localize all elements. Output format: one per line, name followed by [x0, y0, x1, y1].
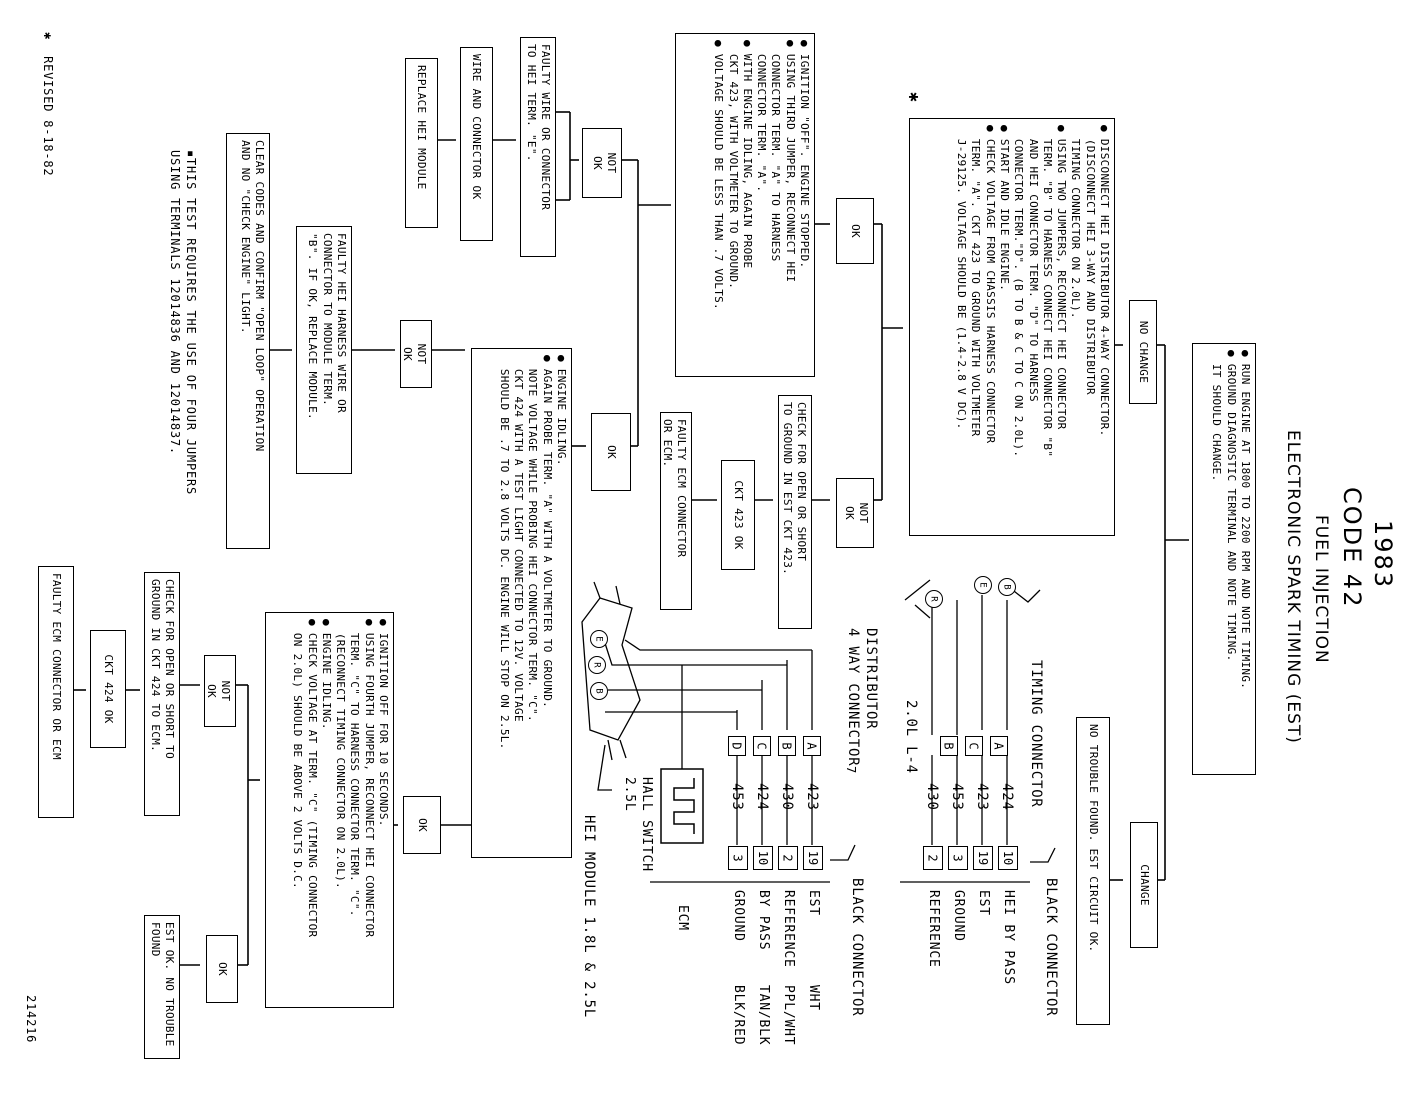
title-code: CODE 42 — [1338, 487, 1366, 609]
box-engine-idling: ● ENGINE IDLING. ● AGAIN PROBE TERM. "A"… — [471, 348, 572, 858]
black-connector-18-label: BLACK CONNECTOR — [849, 878, 865, 1017]
ecm-pin: 10 — [998, 846, 1018, 870]
terminal-circle: E — [974, 576, 992, 594]
box-not-ok-3: NOT OK — [400, 320, 432, 388]
terminal-circle: B — [590, 682, 608, 700]
terminal-circle: B — [998, 578, 1016, 596]
signal-label: REFERENCE — [781, 890, 796, 968]
terminal-circle: R — [588, 656, 606, 674]
box-check-open-424: CHECK FOR OPEN OR SHORT TO GROUND IN CKT… — [144, 572, 180, 816]
signal-label: EST — [976, 890, 991, 916]
box-ok-3: OK — [403, 796, 441, 854]
wire-number: 430 — [779, 783, 795, 811]
box-run-engine: ● RUN ENGINE AT 1800 TO 2200 RPM AND NOT… — [1192, 343, 1256, 775]
wire-number: 453 — [729, 783, 745, 811]
box-wire-connector-ok: WIRE AND CONNECTOR OK — [460, 47, 493, 241]
signal-label: GROUND — [731, 890, 746, 942]
connector-pin: B — [778, 736, 796, 756]
signal-label: BY PASS — [756, 890, 771, 951]
terminal-circle: R — [925, 590, 943, 608]
signal-label: REFERENCE — [926, 890, 941, 968]
connector-pin: A — [803, 736, 821, 756]
box-no-change: NO CHANGE — [1129, 300, 1157, 404]
connector-pin: D — [728, 736, 746, 756]
box-faulty-ecm-2: FAULTY ECM CONNECTOR OR ECM — [38, 566, 74, 818]
engine-20-label: 2.0L L-4 — [903, 700, 919, 774]
wire-number: 453 — [949, 783, 965, 811]
box-change: CHANGE — [1130, 822, 1158, 948]
terminal-circle: E — [590, 630, 608, 648]
signal-label: HEI BY PASS — [1001, 890, 1016, 985]
box-ok-2: OK — [591, 413, 631, 491]
ecm-pin: 19 — [973, 846, 993, 870]
connector-pin: C — [965, 736, 983, 756]
box-faulty-ecm-1: FAULTY ECM CONNECTOR OR ECM. — [660, 412, 692, 610]
title-system: FUEL INJECTION — [1311, 515, 1331, 664]
revision-star: ✱ — [905, 92, 924, 103]
ecm-pin: 3 — [948, 846, 968, 870]
box-not-ok-1: NOT OK — [836, 478, 874, 548]
box-disconnect: ● DISCONNECT HEI DISTRIBUTOR 4-WAY CONNE… — [909, 118, 1115, 536]
box-ignition-off-10: ● IGNITION OFF FOR 10 SECONDS. ● USING F… — [265, 612, 394, 1008]
wire-color: TAN/BLK — [756, 985, 771, 1046]
connector-pin: B — [940, 736, 958, 756]
pin-marker: 7 — [844, 766, 858, 775]
wire-color: BLK/RED — [731, 985, 746, 1046]
timing-connector-label: TIMING CONNECTOR — [1028, 660, 1044, 808]
test-note: ▪THIS TEST REQUIRES THE USE OF FOUR JUMP… — [168, 150, 198, 496]
wire-number: 423 — [804, 783, 820, 811]
box-ckt-423-ok: CKT 423 OK — [721, 460, 755, 570]
ecm-pin: 19 — [803, 846, 823, 870]
box-clear-codes: CLEAR CODES AND CONFIRM "OPEN LOOP" OPER… — [226, 133, 270, 549]
ecm-pin: 2 — [923, 846, 943, 870]
signal-label: GROUND — [951, 890, 966, 942]
box-ckt-424-ok: CKT 424 OK — [90, 630, 126, 748]
ecm-pin: 3 — [728, 846, 748, 870]
signal-label: EST — [806, 890, 821, 916]
box-est-ok: EST OK. NO TROUBLE FOUND — [144, 915, 180, 1059]
wire-number: 424 — [754, 783, 770, 811]
ecm-pin: 10 — [753, 846, 773, 870]
connector-pin: C — [753, 736, 771, 756]
box-not-ok-4: NOT OK — [204, 655, 236, 727]
box-check-open-423: CHECK FOR OPEN OR SHORT TO GROUND IN EST… — [778, 395, 812, 629]
title-year: 1983 — [1369, 520, 1397, 590]
title-subtitle: ELECTRONIC SPARK TIMING (EST) — [1283, 430, 1303, 744]
box-ok-4: OK — [206, 935, 238, 1003]
ecm-pin: 2 — [778, 846, 798, 870]
wire-color: PPL/WHT — [781, 985, 796, 1046]
connector-pin: A — [990, 736, 1008, 756]
hall-switch-icon — [660, 768, 704, 844]
wire-number: 423 — [974, 783, 990, 811]
box-faulty-wire-e: FAULTY WIRE OR CONNECTOR TO HEI TERM. "E… — [520, 37, 556, 257]
figure-number: 214216 — [24, 995, 38, 1044]
box-no-trouble: NO TROUBLE FOUND. EST CIRCUIT OK. — [1076, 717, 1110, 1025]
box-not-ok-2: NOT OK — [582, 128, 622, 198]
hei-module-label: HEI MODULE 1.8L & 2.5L — [581, 815, 597, 1019]
wire-number: 424 — [999, 783, 1015, 811]
wire-color: WHT — [806, 985, 821, 1011]
black-connector-20-label: BLACK CONNECTOR — [1043, 878, 1059, 1017]
box-replace-hei: REPLACE HEI MODULE — [405, 58, 438, 228]
revised-note: ✱ REVISED 8-18-82 — [41, 32, 55, 177]
box-ignition-off-1: ● IGNITION "OFF". ENGINE STOPPED. ● USIN… — [675, 33, 815, 377]
box-faulty-harness: FAULTY HEI HARNESS WIRE OR CONNECTOR TO … — [296, 226, 352, 474]
ecm-label: ECM — [675, 905, 690, 931]
hall-switch-label: HALL SWITCH 2.5L — [622, 777, 654, 872]
distributor-label: DISTRIBUTOR 4 WAY CONNECTOR — [844, 628, 879, 767]
wire-number: 430 — [924, 783, 940, 811]
box-ok-1: OK — [836, 198, 874, 264]
